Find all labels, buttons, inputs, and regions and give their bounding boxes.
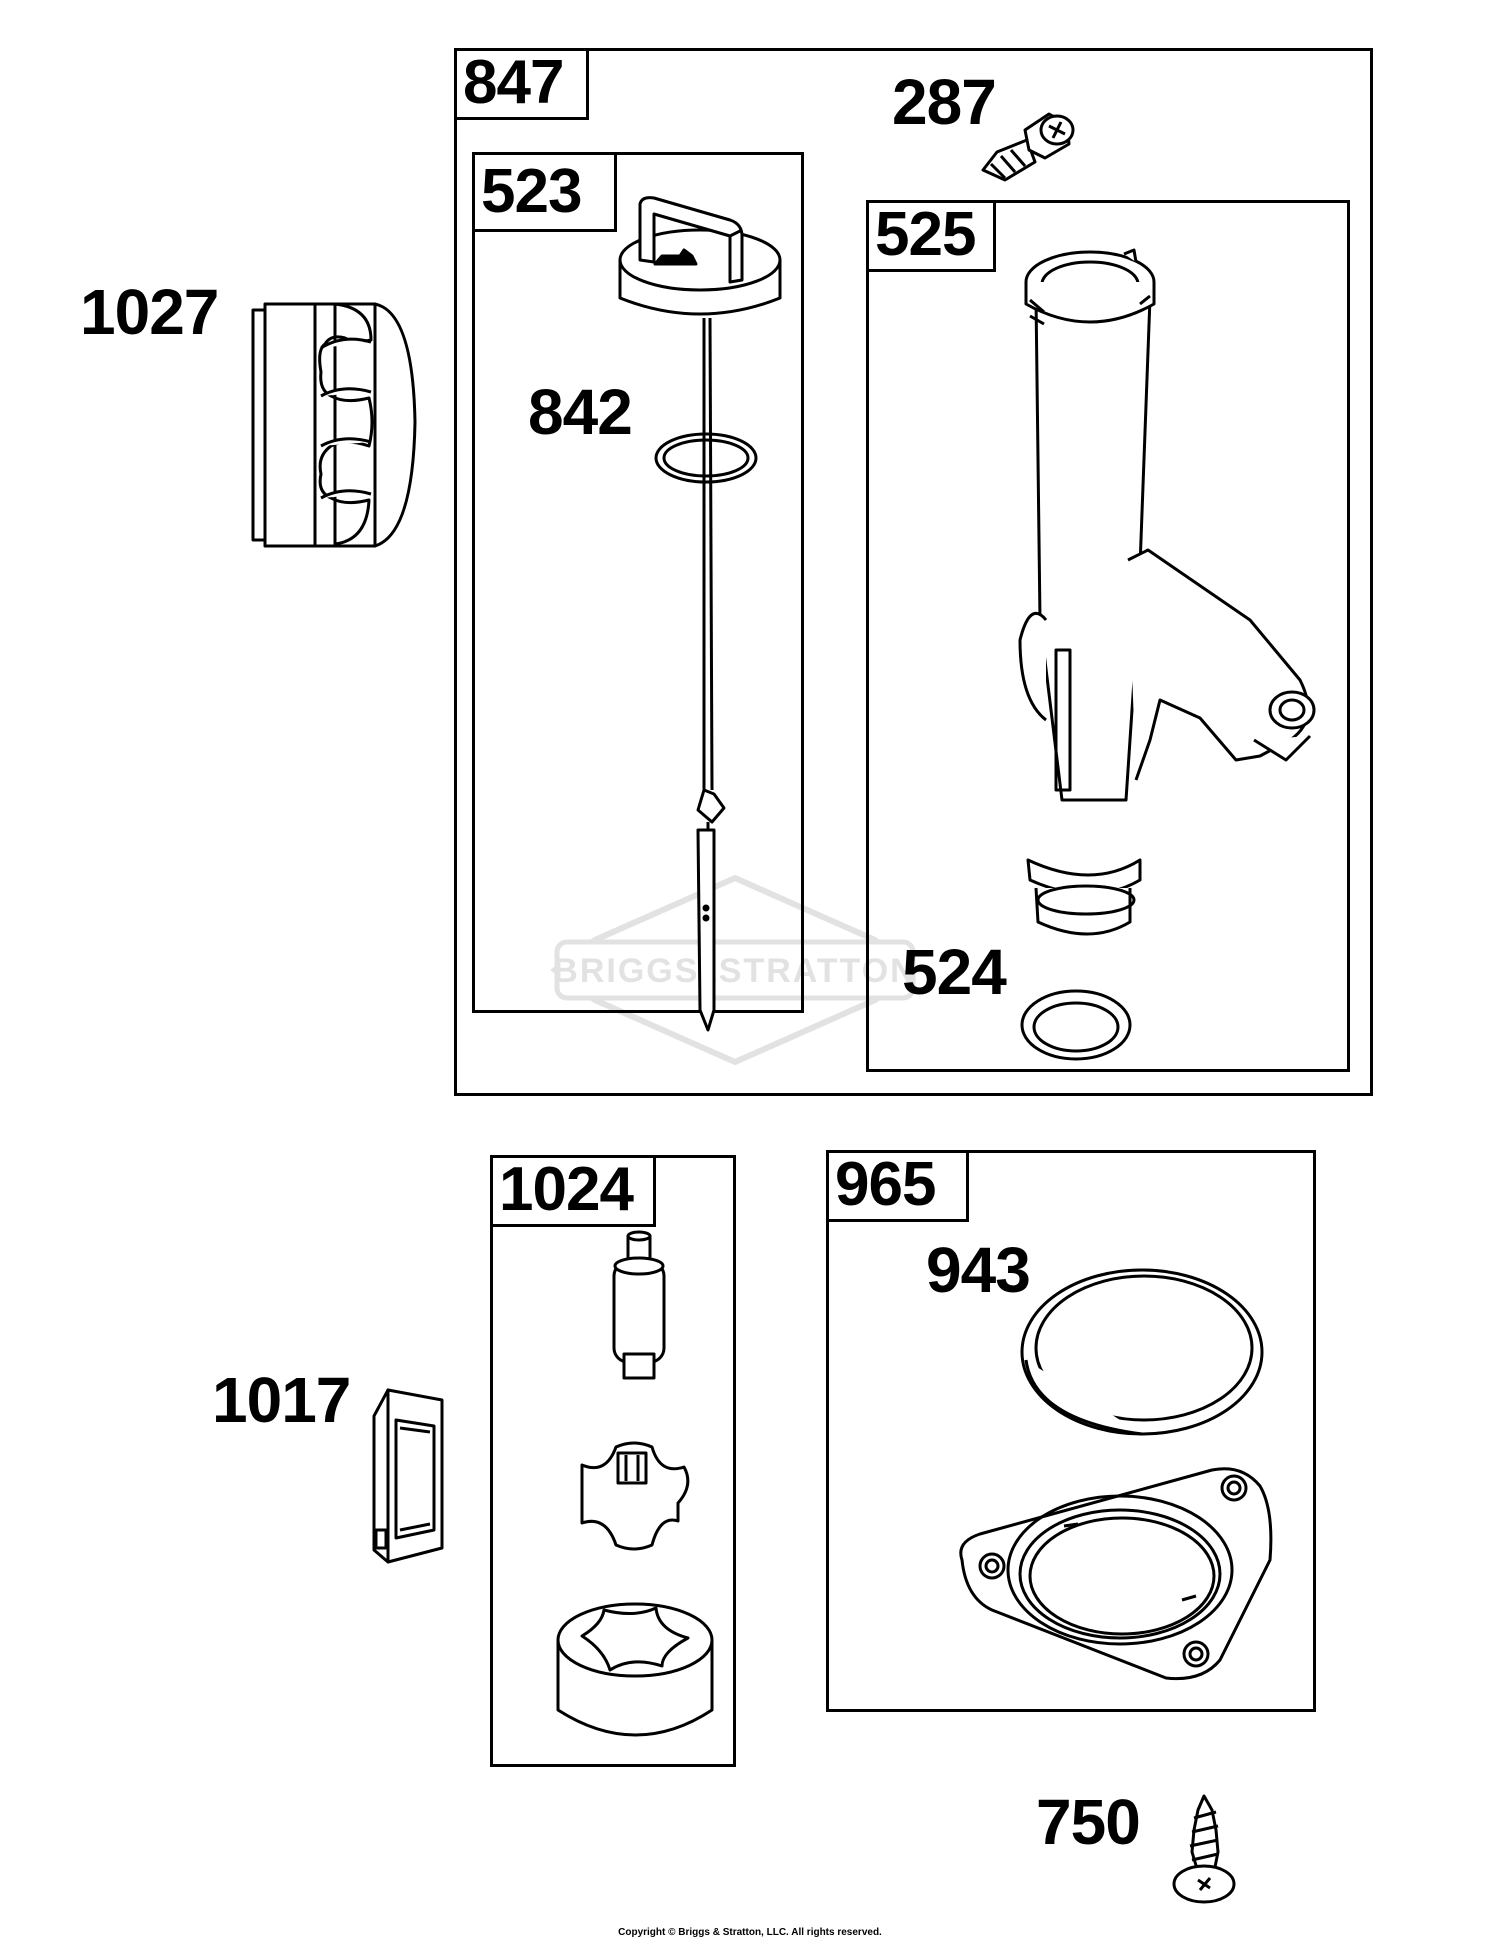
group-965-label: 965 xyxy=(826,1150,969,1222)
callout-524: 524 xyxy=(902,936,1007,1008)
oil-pump-housing-icon xyxy=(556,1602,714,1737)
dipstick-cap-icon xyxy=(618,196,782,1032)
group-523-frame xyxy=(472,152,804,1013)
breather-icon xyxy=(372,1388,444,1564)
copyright-footer: Copyright © Briggs & Stratton, LLC. All … xyxy=(618,1927,882,1938)
callout-750: 750 xyxy=(1036,1786,1141,1858)
group-847-frame xyxy=(454,48,1373,1096)
group-525-frame xyxy=(866,200,1350,1072)
group-1024-label: 1024 xyxy=(490,1155,656,1227)
self-tap-screw-icon xyxy=(1172,1794,1236,1904)
gasket-ring-icon xyxy=(1020,1268,1264,1436)
callout-1017: 1017 xyxy=(212,1364,351,1436)
seal-ring-icon xyxy=(1020,989,1132,1061)
watermark-left: BRIGGS xyxy=(553,952,699,990)
screw-icon xyxy=(981,112,1075,182)
callout-1027: 1027 xyxy=(80,276,219,348)
briggs-stratton-watermark: BRIGGS&STRATTON xyxy=(550,874,920,1066)
oil-pump-rotor-icon xyxy=(580,1441,690,1551)
pump-cover-icon xyxy=(959,1467,1273,1681)
group-847-label: 847 xyxy=(454,48,589,120)
watermark-right: STRATTON xyxy=(719,952,917,990)
group-525-label: 525 xyxy=(866,200,996,272)
oil-pump-shaft-icon xyxy=(612,1230,666,1380)
group-965-frame xyxy=(826,1150,1316,1712)
oil-filter-icon xyxy=(251,302,417,548)
callout-287: 287 xyxy=(892,66,997,138)
dipstick-tube-icon xyxy=(1018,248,1316,936)
svg-text:BRIGGS&STRATTON: BRIGGS&STRATTON xyxy=(553,952,916,990)
callout-943: 943 xyxy=(926,1234,1031,1306)
group-523-label: 523 xyxy=(472,152,617,232)
callout-842: 842 xyxy=(528,376,633,448)
